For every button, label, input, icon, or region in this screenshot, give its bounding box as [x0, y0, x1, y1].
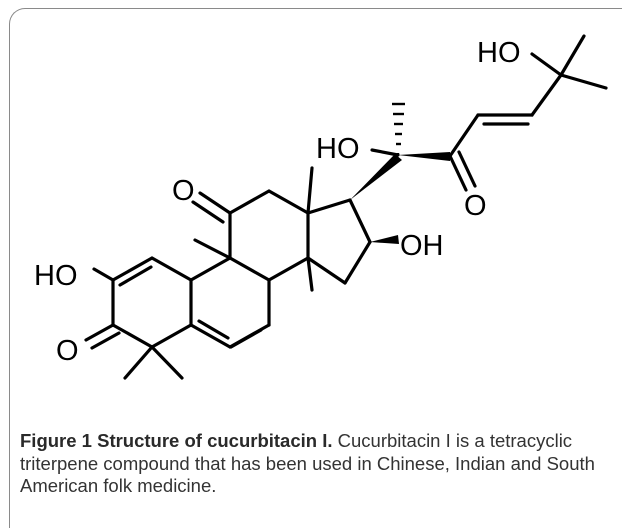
- figure-caption: Figure 1 Structure of cucurbitacin I. Cu…: [20, 430, 616, 498]
- atom-label-o-side-ketone: O: [464, 190, 487, 222]
- caption-label: Figure 1 Structure of cucurbitacin I.: [20, 430, 333, 451]
- atom-label-o-c3: O: [56, 335, 79, 367]
- atom-label-ho-top: HO: [477, 37, 521, 69]
- figure-frame: [9, 8, 622, 528]
- atom-label-oh-c16: OH: [400, 230, 444, 262]
- caption-text: Cucurbitacin I is a tetracyclic triterpe…: [20, 430, 595, 496]
- atom-label-o-ring-c11: O: [172, 175, 195, 207]
- cucurbitacin-i-structure: HO HO O O OH HO O: [34, 34, 608, 380]
- atom-label-ho-c2: HO: [34, 260, 78, 292]
- atom-label-ho-mid: HO: [316, 133, 360, 165]
